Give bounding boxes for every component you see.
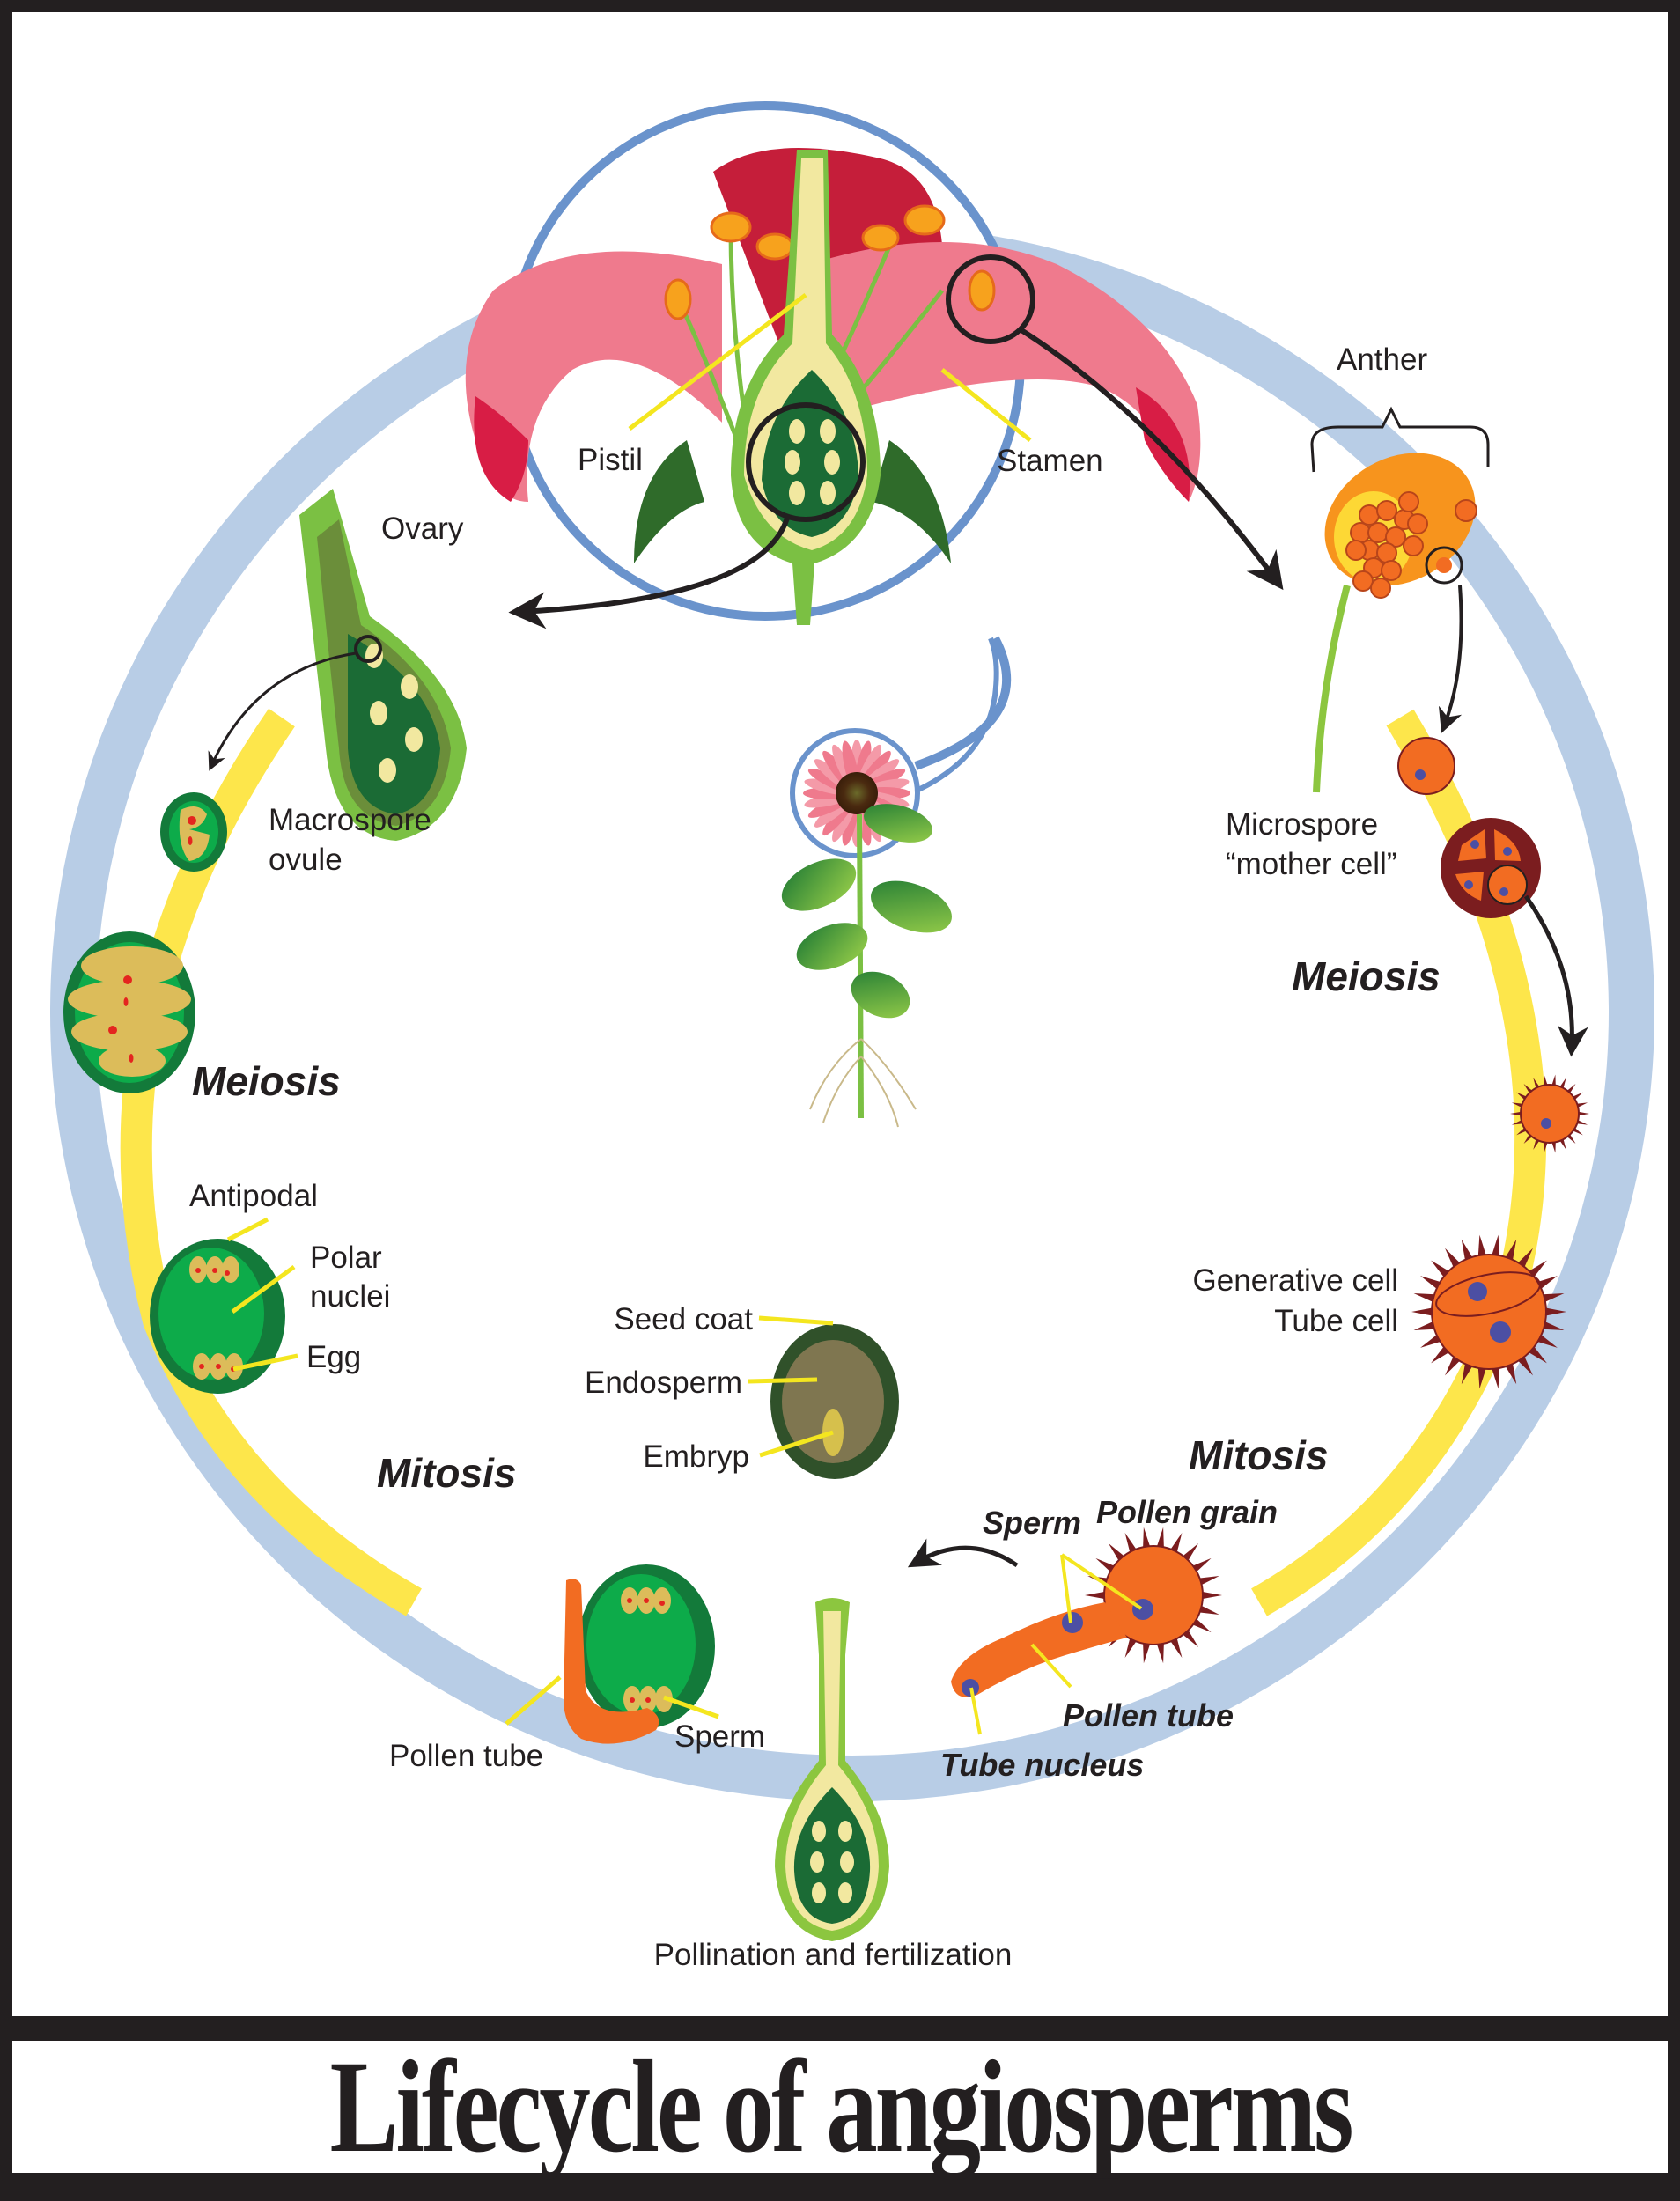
pollen-sac-grain	[1345, 540, 1367, 561]
arrow-to-ovary	[508, 514, 791, 629]
label-seed-coat: Seed coat	[614, 1302, 753, 1336]
label-anther: Anther	[1337, 342, 1427, 377]
arrow-to-macrospore	[208, 651, 357, 771]
label-pollination-fertilization: Pollination and fertilization	[654, 1938, 1013, 1972]
label-pollen-tube: Pollen tube	[389, 1739, 543, 1773]
label-antipodal: Antipodal	[189, 1179, 318, 1213]
label-mother-cell: “mother cell”	[1226, 847, 1396, 881]
label-nuclei: nuclei	[310, 1279, 390, 1314]
pollen-spike	[1169, 1533, 1183, 1554]
pollen-grain-icon	[1411, 1234, 1566, 1389]
pollen-sac-grain	[1376, 500, 1397, 521]
megaspore-tetrad-icon	[63, 931, 195, 1093]
pollen-spike	[1540, 1320, 1565, 1331]
pollen-spike	[1156, 1527, 1164, 1550]
label-polar: Polar	[310, 1240, 382, 1275]
label-pistil: Pistil	[578, 443, 643, 477]
label-sperm: Sperm	[674, 1719, 765, 1754]
pollen-spike	[1143, 1641, 1151, 1664]
pollen-sac-grain	[1381, 560, 1402, 581]
label-egg: Egg	[306, 1340, 361, 1374]
ovary-icon	[299, 489, 467, 841]
pollen-spike	[1197, 1605, 1219, 1615]
pollen-spike	[1510, 1111, 1523, 1116]
label-macrospore: Macrospore	[269, 803, 431, 837]
pollen-sac-grain	[1398, 491, 1419, 512]
pollen-sac-grain	[1359, 504, 1380, 526]
anther-icon	[1310, 406, 1490, 793]
label-pollen-tube-bold: Pollen tube	[1063, 1697, 1234, 1734]
female-arc	[120, 708, 422, 1616]
pollen-spike	[1411, 1307, 1435, 1316]
seed-icon	[770, 1324, 899, 1479]
pollen-sac-grain	[1367, 522, 1389, 543]
pistil-icon	[775, 1598, 889, 1941]
label-generative-cell: Generative cell	[1193, 1263, 1398, 1298]
microspore-cell-icon	[1397, 737, 1455, 795]
pollen-sac-grain	[1352, 570, 1374, 592]
label-endosperm: Endosperm	[585, 1366, 742, 1400]
pollen-spike	[1143, 1527, 1151, 1550]
pollen-sac-grain	[1407, 513, 1428, 534]
microspore-tetrad-icon	[1441, 818, 1541, 918]
pollen-spike	[1413, 1320, 1438, 1331]
embryo-sac-icon	[150, 1239, 285, 1394]
pollen-spike	[1085, 1591, 1107, 1600]
pollen-spike	[1169, 1637, 1183, 1658]
label-ovary: Ovary	[381, 512, 464, 546]
pollen-spike	[1491, 1365, 1500, 1389]
arrow-to-microspore	[1438, 585, 1463, 733]
pollen-spike	[1200, 1591, 1222, 1600]
sunflower-plant-icon	[781, 637, 999, 1128]
label-tube-nucleus: Tube nucleus	[940, 1747, 1144, 1783]
arrow-to-pollen	[1523, 894, 1588, 1057]
pollen-spike	[1197, 1576, 1219, 1586]
label-stamen: Stamen	[997, 444, 1103, 478]
pollen-sac-grain	[1350, 522, 1371, 543]
label-sperm-bold: Sperm	[983, 1505, 1081, 1541]
label-female-mitosis: Mitosis	[377, 1450, 516, 1496]
fertilized-ovule-icon	[564, 1564, 715, 1744]
label-male-mitosis: Mitosis	[1189, 1432, 1328, 1478]
label-male-meiosis: Meiosis	[1292, 953, 1441, 999]
pollen-spike	[1124, 1533, 1138, 1554]
label-tube-cell: Tube cell	[1274, 1304, 1398, 1338]
arrow-to-fertilization	[907, 1538, 1019, 1568]
pollen-spike	[1576, 1111, 1589, 1116]
label-ovule: ovule	[269, 843, 343, 877]
label-microspore: Microspore	[1226, 807, 1378, 842]
poster-title: Lifecycle of angiosperms	[329, 2034, 1353, 2180]
title-panel: Lifecycle of angiosperms	[12, 2041, 1668, 2173]
label-pollen-grain: Pollen grain	[1096, 1494, 1278, 1530]
pollen-spike	[1477, 1365, 1487, 1389]
arrow-to-anther	[1020, 328, 1284, 591]
pollen-sac-grain	[1385, 526, 1406, 548]
young-pollen-icon	[1510, 1074, 1589, 1153]
pollen-spike	[1413, 1292, 1438, 1304]
pollen-spike	[1124, 1637, 1138, 1658]
pollen-sac-grain	[1403, 535, 1424, 556]
pollen-spike	[1477, 1234, 1487, 1259]
pollen-spike	[1156, 1641, 1164, 1664]
pollen-sac-grain	[1370, 578, 1391, 599]
pollen-spike	[1543, 1307, 1566, 1316]
label-female-meiosis: Meiosis	[192, 1058, 341, 1104]
label-embryo: Embryp	[643, 1439, 749, 1474]
pollen-spike	[1540, 1292, 1565, 1304]
pollen-spike	[1491, 1234, 1500, 1259]
macrospore-ovule-icon	[160, 792, 227, 872]
